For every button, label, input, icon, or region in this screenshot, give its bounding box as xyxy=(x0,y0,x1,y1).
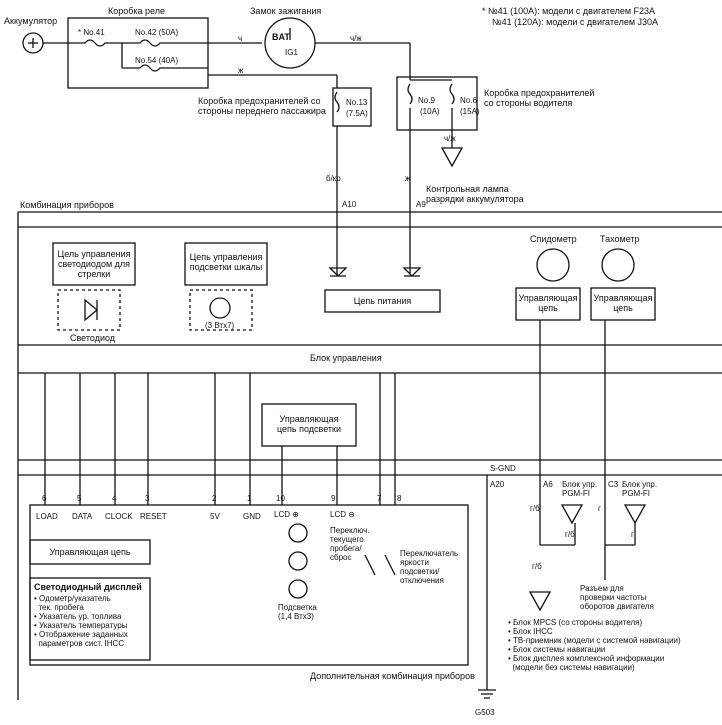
pgm-fi-unit-1: Блок упр. PGM-FI xyxy=(562,480,598,498)
pin-c3: C3 xyxy=(608,480,619,489)
ignition-switch-symbol xyxy=(264,17,316,69)
lcd-minus-terminal: LCD ⊖ xyxy=(330,510,355,519)
dimmer-switch-label: Переключатель яркости подсветки/ отключе… xyxy=(400,549,459,585)
wire-zh-1: ж xyxy=(238,66,244,75)
passenger-fuse-box-label: Коробка предохранителей со стороны перед… xyxy=(198,96,326,116)
s-gnd-label: S-GND xyxy=(490,464,516,473)
pin-a6: A6 xyxy=(543,480,553,489)
pin-10: 10 xyxy=(276,494,285,503)
trip-switch-label: Переключ. текущего пробега/ сброс xyxy=(330,526,370,562)
backlight-control-circuit: Управляющая цепь подсветки xyxy=(276,414,342,434)
sub-control-circuit: Управляющая цепь xyxy=(49,547,131,557)
wire-gb-1: г/б xyxy=(530,504,540,513)
wire-ch: ч xyxy=(238,34,243,43)
pin-3: 3 xyxy=(145,494,150,503)
pin-1: 1 xyxy=(247,494,252,503)
pin-6: 6 xyxy=(42,494,47,503)
fuse-9-rating: (10A) xyxy=(420,107,440,116)
connector-a9: A9 xyxy=(416,200,426,209)
speedometer-control: Управляющая цепь xyxy=(518,293,578,313)
rpm-check-connector: Разъем для проверки частоты оборотов дви… xyxy=(580,584,654,611)
gnd-terminal: GND xyxy=(243,512,261,521)
wire-gb-2: г/б xyxy=(565,530,575,539)
ignition-switch-label: Замок зажигания xyxy=(250,6,322,16)
tachometer-label: Тахометр xyxy=(600,234,640,244)
pin-9: 9 xyxy=(331,494,336,503)
power-circuit: Цепь питания xyxy=(353,296,412,306)
tachometer-control: Управляющая цепь xyxy=(593,293,653,313)
wire-bkr: б/кр xyxy=(326,174,341,183)
ground-g503: G503 xyxy=(475,708,495,717)
fuse-6-rating: (15A) xyxy=(460,107,480,116)
fuse-9: No.9 xyxy=(418,96,435,105)
pin-8: 8 xyxy=(397,494,402,503)
battery-label: Аккумулятор xyxy=(4,16,58,26)
driver-fuse-box-label: Коробка предохранителей со стороны водит… xyxy=(484,88,595,108)
speedometer-label: Спидометр xyxy=(530,234,577,244)
bat-terminal: BAT xyxy=(272,32,290,42)
fuse-13-rating: (7.5A) xyxy=(346,109,368,118)
cluster-title: Комбинация приборов xyxy=(20,200,114,210)
5v-terminal: 5V xyxy=(210,512,220,521)
fuse-42: No.42 (50A) xyxy=(135,28,179,37)
clock-terminal: CLOCK xyxy=(105,512,133,521)
control-unit-label: Блок управления xyxy=(310,353,382,363)
led-display-title: Светодиодный дисплей xyxy=(34,582,142,592)
ig1-terminal: IG1 xyxy=(285,48,298,57)
wire-chzh: ч/ж xyxy=(350,34,362,43)
led-control-circuit: Цель управления светодиодом для стрелки xyxy=(57,249,131,279)
connector-a10: A10 xyxy=(342,200,357,209)
wire-g-2: г xyxy=(631,530,634,539)
reset-terminal: RESET xyxy=(140,512,167,521)
wire-g-1: г xyxy=(598,504,601,513)
fuse-54: No.54 (40A) xyxy=(135,56,179,65)
wire-chzh-2: ч/ж xyxy=(444,134,456,143)
lcd-plus-terminal: LCD ⊕ xyxy=(274,510,299,519)
note-line-1: * №41 (100A): модели с двигателем F23A xyxy=(482,6,656,16)
additional-cluster-label: Дополнительная комбинация приборов xyxy=(310,671,475,681)
note-line-2: №41 (120A): модели с двигателем J30A xyxy=(492,17,659,27)
led-label: Светодиод xyxy=(70,333,116,343)
relay-box-label: Коробка реле xyxy=(108,6,166,16)
fuse-6: No.6 xyxy=(460,96,477,105)
relay-box-outline xyxy=(67,17,209,89)
wire-gb-3: г/б xyxy=(532,562,542,571)
target-unit-list: • Блок MPCS (со стороны водителя) • Блок… xyxy=(508,618,681,672)
pin-4: 4 xyxy=(112,494,117,503)
dial-bulbs: (3 Втx7) xyxy=(205,321,235,330)
pin-7: 7 xyxy=(377,494,382,503)
led-display-items: • Одометр/указатель тек. пробега • Указа… xyxy=(34,594,128,648)
pgm-fi-unit-2: Блок упр. PGM-FI xyxy=(622,480,658,498)
backlight-label: Подсветка (1,4 Втx3) xyxy=(278,603,317,621)
fuse-41: * No.41 xyxy=(78,28,105,37)
load-terminal: LOAD xyxy=(36,512,58,521)
pin-a20: A20 xyxy=(490,480,505,489)
dial-illumination-circuit: Цепь управления подсветки шкалы xyxy=(189,252,263,272)
battery-warning-lamp-label: Контрольная лампа разрядки аккумулятора xyxy=(426,184,524,204)
wire-zh-2: ж xyxy=(405,174,411,183)
pin-2: 2 xyxy=(212,494,217,503)
pin-5: 5 xyxy=(77,494,82,503)
fuse-13: No.13 xyxy=(346,98,368,107)
data-terminal: DATA xyxy=(72,512,93,521)
